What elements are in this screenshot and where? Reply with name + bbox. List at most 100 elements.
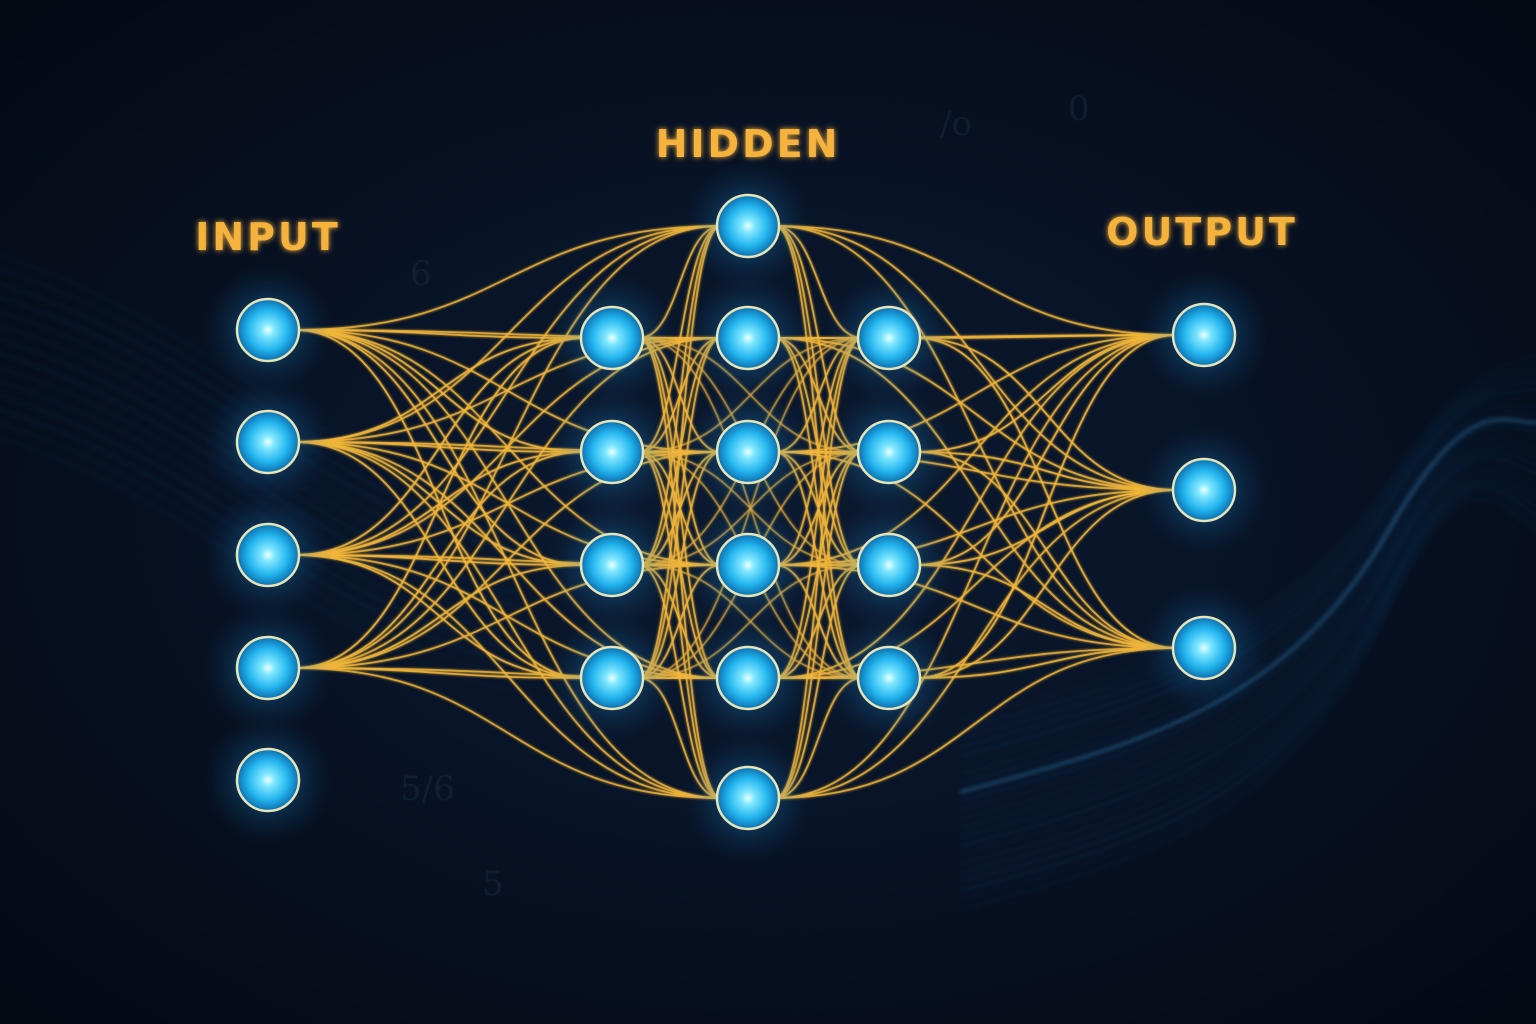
connection-line <box>294 225 722 443</box>
neuron-circle <box>1171 615 1237 681</box>
neuron-circle <box>856 645 922 711</box>
output-neuron <box>1138 424 1270 556</box>
neuron-circle <box>856 305 922 371</box>
hidden-neuron <box>682 732 814 864</box>
connection-line <box>294 554 722 799</box>
neurons <box>202 160 1270 864</box>
wave-line-right <box>959 474 1536 874</box>
hidden-neuron <box>823 386 955 518</box>
input-neuron <box>202 489 334 621</box>
neuron-circle <box>715 305 781 371</box>
connection-line <box>774 225 1178 491</box>
svg-text:6: 6 <box>410 254 432 294</box>
svg-text:5: 5 <box>482 864 504 904</box>
connection-line <box>774 647 1178 799</box>
wave-line-right <box>959 371 1536 739</box>
neuron-circle <box>856 532 922 598</box>
wave-line-right <box>959 388 1536 757</box>
connection-line <box>294 329 722 799</box>
wave-line-right <box>959 412 1536 784</box>
wave-line-right <box>959 486 1536 892</box>
neuron-circle <box>579 305 645 371</box>
wave-line-right <box>959 450 1536 838</box>
connection-line <box>915 334 1178 679</box>
connection-line <box>915 334 1178 566</box>
hidden-neuron <box>682 160 814 292</box>
hidden-neuron <box>823 612 955 744</box>
svg-text:/o: /o <box>940 104 972 144</box>
wave-line-right <box>959 438 1536 820</box>
neuron-circle <box>235 409 301 475</box>
connection-line <box>915 489 1178 566</box>
output-neuron <box>1138 582 1270 714</box>
connection-line <box>915 647 1178 679</box>
neuron-circle <box>715 765 781 831</box>
input-neuron <box>202 602 334 734</box>
hidden-neuron <box>546 499 678 631</box>
background-digits: 0 /o 6 5/6 5 <box>400 89 1090 904</box>
hidden-layer-label: HIDDEN <box>656 122 841 166</box>
svg-text:0: 0 <box>1068 89 1090 129</box>
neuron-circle <box>856 419 922 485</box>
hidden-neuron <box>823 499 955 631</box>
wave-line-right <box>959 425 1536 802</box>
neuron-circle <box>715 532 781 598</box>
wave-line-right <box>959 456 1536 847</box>
neuron-circle <box>1171 302 1237 368</box>
neuron-circle <box>579 419 645 485</box>
wave-line-right <box>959 468 1536 865</box>
hidden-neuron <box>546 612 678 744</box>
wave-line-right <box>959 418 1536 793</box>
wave-line-right <box>959 405 1536 775</box>
wave-line-right <box>959 397 1536 766</box>
hidden-neuron <box>823 272 955 404</box>
wave-line-right <box>959 355 1536 721</box>
connection-line <box>915 489 1178 679</box>
connection-line <box>915 337 1178 491</box>
output-neuron <box>1138 269 1270 401</box>
wave-line-right <box>959 444 1536 829</box>
neuron-circle <box>579 645 645 711</box>
neuron-circle <box>715 419 781 485</box>
connection-line <box>294 337 586 556</box>
connection-line <box>294 225 722 669</box>
hidden-neuron <box>546 272 678 404</box>
output-layer-label: OUTPUT <box>1106 210 1298 254</box>
hidden-neuron <box>546 386 678 518</box>
neuron-circle <box>235 522 301 588</box>
connection-line <box>294 667 722 799</box>
wave-line-right <box>959 480 1536 883</box>
neuron-circle <box>235 635 301 701</box>
connection-line <box>774 225 1178 649</box>
neuron-circle <box>715 193 781 259</box>
neuron-circle <box>235 297 301 363</box>
wave-line-right <box>959 497 1536 910</box>
input-neuron <box>202 376 334 508</box>
neuron-circle <box>235 747 301 813</box>
hidden-neuron <box>682 272 814 404</box>
connection-line <box>774 334 1178 799</box>
wave-line-right <box>959 380 1536 748</box>
wave-line-right <box>959 492 1536 901</box>
neuron-circle <box>1171 457 1237 523</box>
connection-line <box>915 451 1178 491</box>
connection-line <box>915 337 1178 649</box>
connection-line <box>774 489 1178 799</box>
connection-line <box>294 337 586 443</box>
connection-line <box>774 225 1178 336</box>
wave-line-right <box>959 462 1536 856</box>
hidden-neuron <box>682 612 814 744</box>
wave-line-right <box>959 431 1536 811</box>
connection-line <box>294 451 586 669</box>
connection-line <box>294 225 722 556</box>
input-neuron <box>202 264 334 396</box>
connection-line <box>294 441 722 799</box>
wave-line-right <box>959 363 1536 730</box>
connection-line <box>294 337 586 669</box>
neuron-circle <box>579 532 645 598</box>
connection-line <box>294 225 722 331</box>
input-layer-label: INPUT <box>195 215 341 259</box>
hidden-neuron <box>682 386 814 518</box>
svg-text:5/6: 5/6 <box>400 769 455 809</box>
